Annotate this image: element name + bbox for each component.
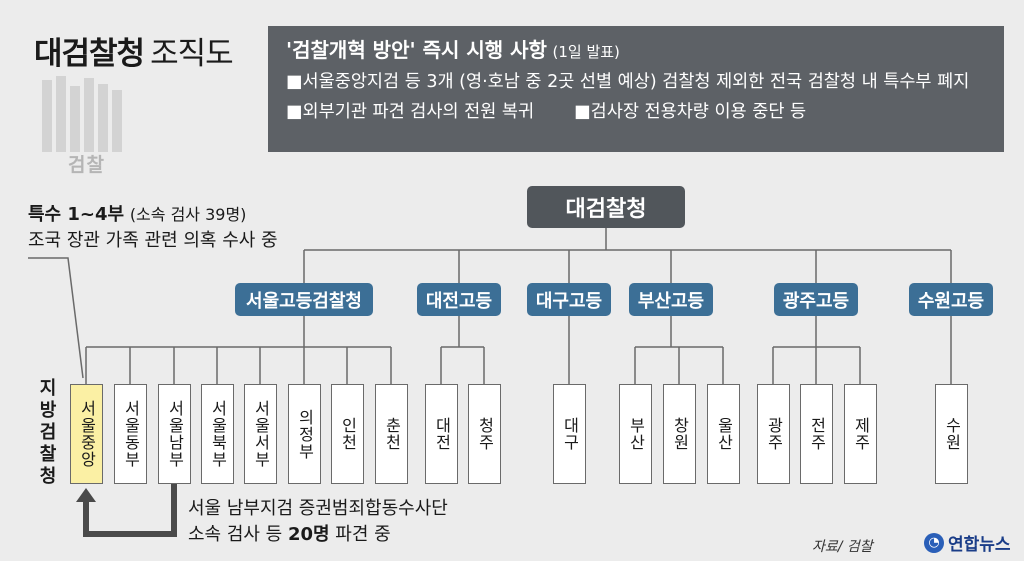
- org-node-high-seoul: 서울고등검찰청: [235, 283, 373, 316]
- brand-logo-text: 연합뉴스: [948, 535, 1011, 555]
- org-node-district-seoul-north: 서울북부: [201, 384, 234, 484]
- org-node-district-seoul-south: 서울남부: [158, 384, 191, 484]
- org-node-district-jeonju: 전주: [800, 384, 833, 484]
- annotation-special-division-detail: 조국 장관 가족 관련 의혹 수사 중: [28, 230, 278, 251]
- reform-item-2: ■외부기관 파견 검사의 전원 복귀: [286, 102, 535, 122]
- annotation-dispatch-line1: 서울 남부지검 증권범죄합동수사단: [188, 498, 448, 519]
- reform-box: '검찰개혁 방안' 즉시 시행 사항 (1일 발표) ■서울중앙지검 등 3개 …: [268, 26, 1004, 152]
- org-node-high-daejeon: 대전고등: [417, 283, 501, 316]
- org-node-district-daejeon: 대전: [425, 384, 458, 484]
- source-credit: 자료/ 검찰: [812, 539, 873, 555]
- org-node-district-suwon: 수원: [935, 384, 968, 484]
- org-node-district-chuncheon: 춘천: [375, 384, 408, 484]
- annotation-dispatch: 서울 남부지검 증권범죄합동수사단 소속 검사 등 20명 파견 중: [188, 496, 448, 548]
- annotation-dispatch-count: 20명: [287, 524, 330, 545]
- annotation-dispatch-pre: 소속 검사 등: [188, 524, 288, 545]
- prosecution-logo-text: 검찰: [68, 154, 105, 176]
- reform-item-1: ■서울중앙지검 등 3개 (영·호남 중 2곳 선별 예상) 검찰청 제외한 전…: [286, 72, 970, 92]
- brand-logo-icon: ◔: [924, 532, 944, 553]
- org-node-high-gwangju: 광주고등: [774, 283, 858, 316]
- annotation-special-division-note: (소속 검사 39명): [129, 205, 247, 224]
- org-node-district-incheon: 인천: [331, 384, 364, 484]
- org-node-high-suwon: 수원고등: [909, 283, 993, 316]
- prosecution-emblem-icon: [42, 76, 122, 152]
- org-node-district-seoul-east: 서울동부: [114, 384, 147, 484]
- org-node-high-busan: 부산고등: [629, 283, 713, 316]
- title-light: 조직도: [150, 36, 234, 72]
- org-node-district-cheongju: 청주: [468, 384, 501, 484]
- annotation-dispatch-post: 파견 중: [329, 524, 391, 545]
- reform-item-3: ■검사장 전용차량 이용 중단 등: [574, 102, 807, 122]
- org-node-district-changwon: 창원: [663, 384, 696, 484]
- org-node-district-uijeongbu: 의정부: [288, 384, 321, 484]
- reform-heading-note: (1일 발표): [552, 43, 620, 61]
- org-node-district-gwangju: 광주: [757, 384, 790, 484]
- title-bold: 대검찰청: [34, 36, 145, 72]
- district-offices-label: 지방검찰청: [39, 378, 57, 487]
- reform-heading: '검찰개혁 방안' 즉시 시행 사항: [286, 38, 547, 62]
- org-node-district-daegu: 대구: [553, 384, 586, 484]
- org-node-district-ulsan: 울산: [707, 384, 740, 484]
- org-node-district-busan: 부산: [619, 384, 652, 484]
- annotation-special-division-title: 특수 1~4부: [28, 204, 125, 225]
- org-node-district-jeju: 제주: [844, 384, 877, 484]
- org-node-district-seoul-central: 서울중앙: [70, 384, 103, 484]
- org-node-high-daegu: 대구고등: [527, 283, 611, 316]
- org-node-root: 대검찰청: [527, 186, 685, 228]
- org-node-district-seoul-west: 서울서부: [244, 384, 277, 484]
- annotation-special-division: 특수 1~4부 (소속 검사 39명) 조국 장관 가족 관련 의혹 수사 중: [28, 202, 278, 254]
- brand-logo: ◔연합뉴스: [924, 530, 1011, 555]
